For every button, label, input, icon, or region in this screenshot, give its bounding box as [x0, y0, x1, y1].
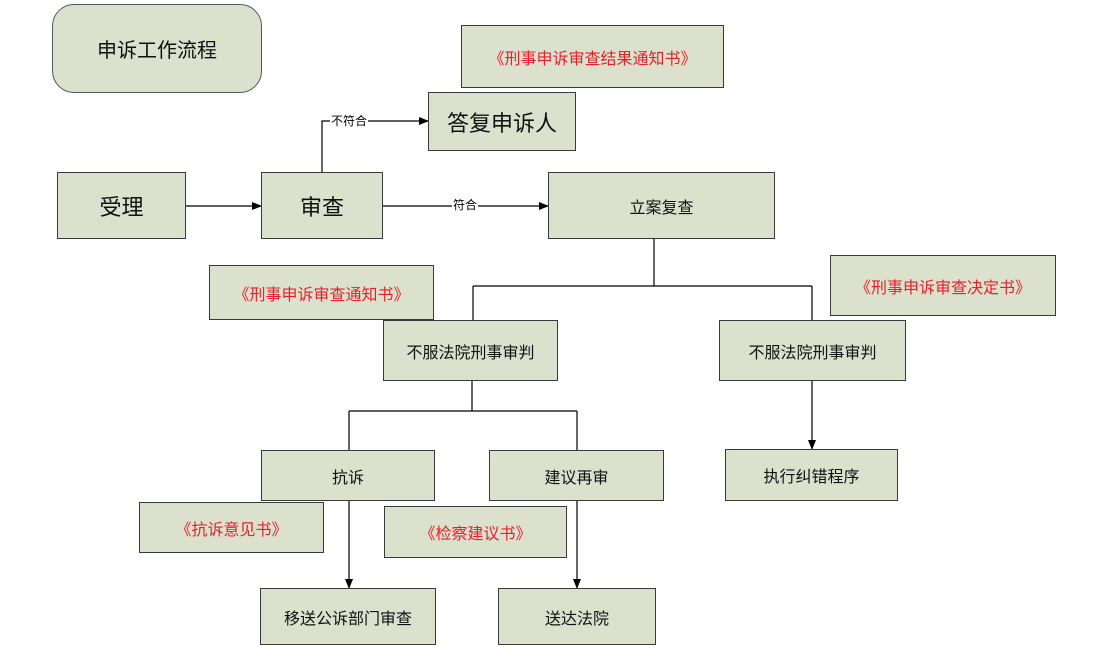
node-deliver: 送达法院: [498, 588, 656, 645]
edge-review-reply: [321, 117, 429, 172]
edge-label-compliant: 符合: [452, 198, 479, 212]
node-dissent-right: 不服法院刑事审判: [719, 320, 906, 381]
doc-review-notice: 《刑事申诉审查通知书》: [209, 265, 434, 320]
doc-decision: 《刑事申诉审查决定书》: [830, 255, 1056, 316]
node-dissent-left: 不服法院刑事审判: [383, 320, 558, 381]
node-reply: 答复申诉人: [428, 92, 576, 151]
node-transfer: 移送公诉部门审查: [260, 588, 436, 645]
node-file-review: 立案复查: [548, 172, 775, 239]
node-protest: 抗诉: [261, 450, 435, 501]
doc-protest-opinion: 《抗诉意见书》: [139, 502, 324, 553]
doc-procuratorate-suggestion: 《检察建议书》: [384, 506, 567, 558]
edge-label-not-compliant: 不符合: [330, 114, 369, 128]
node-review: 审查: [261, 172, 383, 239]
node-suggest-retrial: 建议再审: [489, 450, 664, 501]
node-correction: 执行纠错程序: [725, 449, 898, 501]
node-accept: 受理: [57, 172, 186, 239]
doc-result-notice: 《刑事申诉审查结果通知书》: [461, 25, 724, 88]
diagram-title: 申诉工作流程: [52, 4, 262, 93]
